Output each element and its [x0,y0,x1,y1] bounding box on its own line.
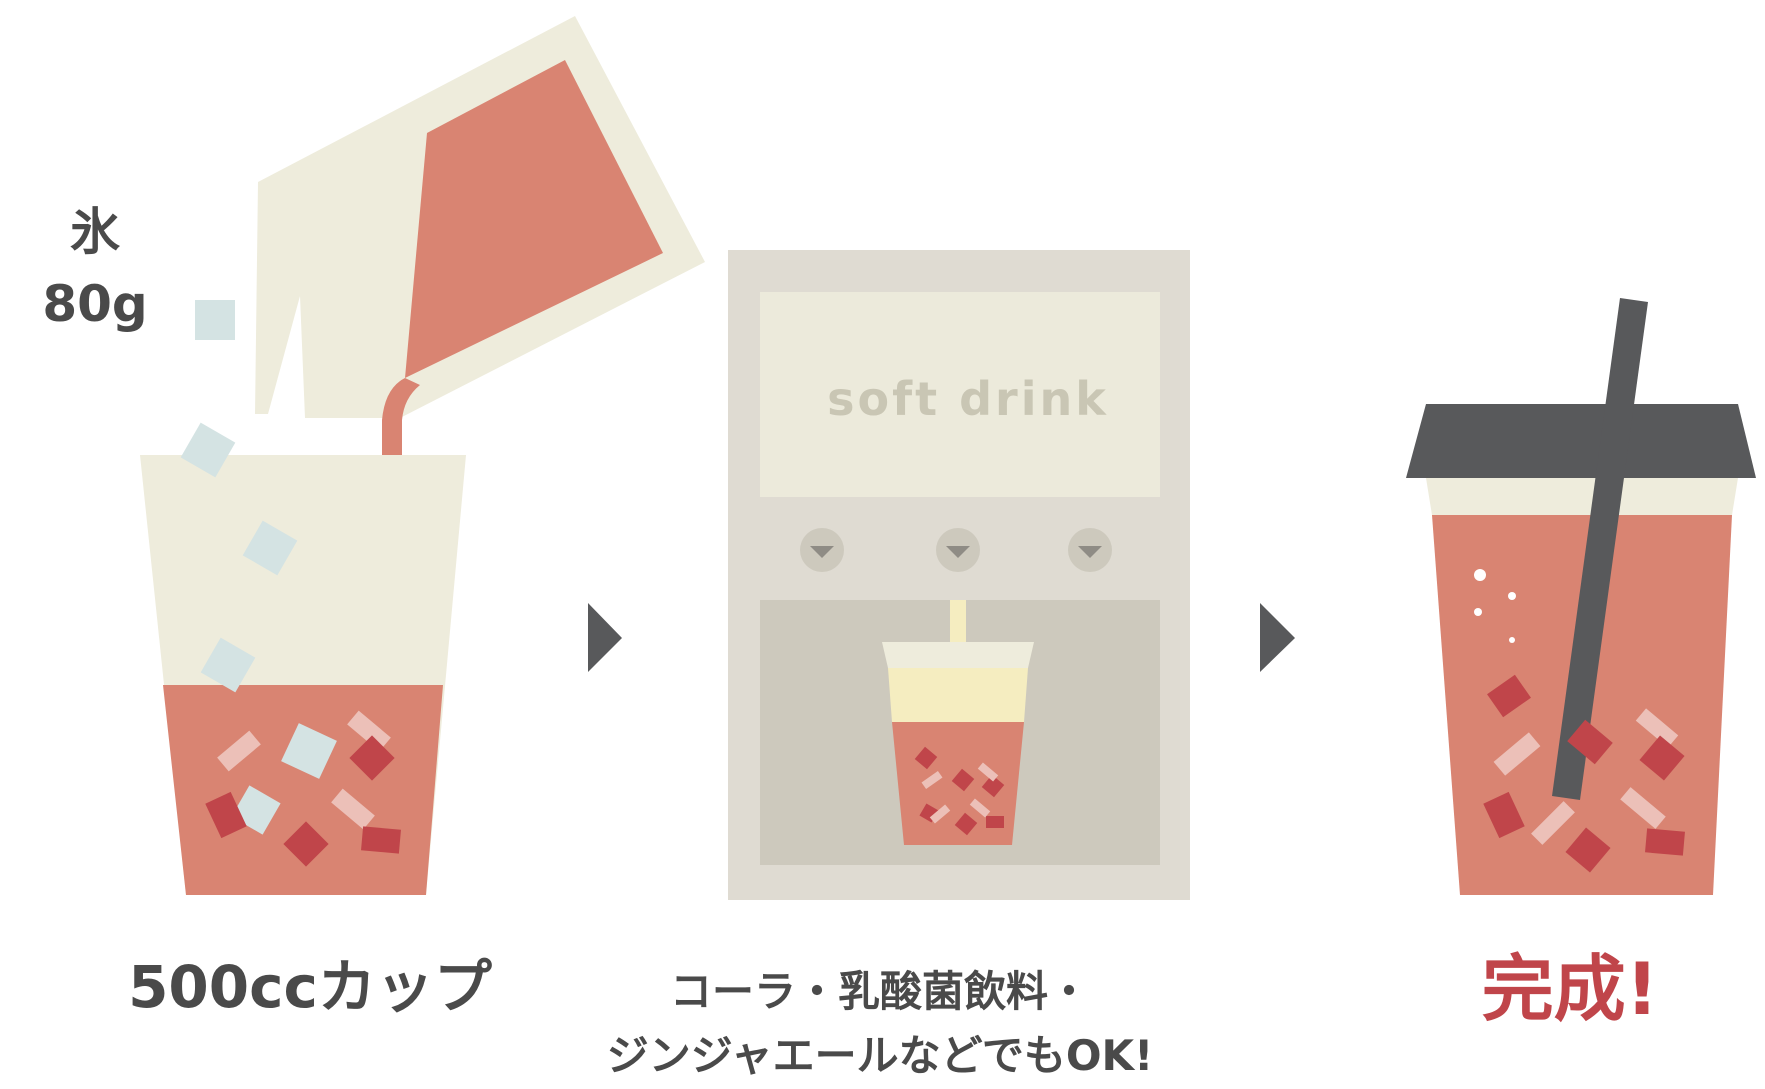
ice-amount-label: 氷 80g [35,196,155,340]
arrow-right-icon [1260,603,1295,672]
ice-label-weight: 80g [42,275,148,333]
done-caption: 完成! [1481,947,1659,1031]
drink-caption-line-2: ジンジャエールなどでもOK! [606,1031,1154,1080]
arrow-right-icon [588,603,622,672]
machine-label: soft drink [827,372,1109,426]
finished-drink-with-straw-icon [1406,298,1756,895]
ice-cube-icon [180,300,337,835]
cup-caption: 500ccカップ [128,953,492,1021]
drink-caption: コーラ・乳酸菌飲料・ ジンジャエールなどでもOK! [560,960,1200,1088]
soft-drink-machine-icon [728,250,1190,900]
filling-cup-icon [882,642,1034,845]
machine-buttons [800,528,1112,572]
ice-label-word: 氷 [70,203,120,261]
pouring-pouch-icon [255,16,705,685]
drink-caption-line-1: コーラ・乳酸菌飲料・ [669,967,1090,1016]
